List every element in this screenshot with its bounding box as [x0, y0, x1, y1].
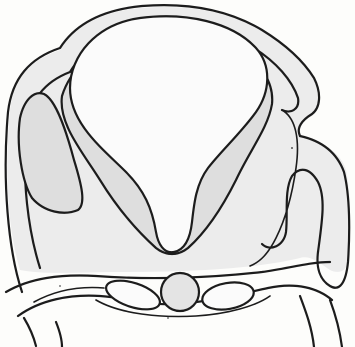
speck: [291, 147, 293, 149]
left-oval: [103, 275, 164, 315]
right-lower-strand-2: [330, 300, 342, 347]
right-oval: [200, 279, 256, 314]
left-lower-strand-2: [56, 322, 62, 347]
central-node: [161, 273, 199, 311]
left-lower-strand: [24, 318, 36, 346]
speck: [167, 317, 169, 319]
speck: [59, 285, 61, 287]
right-lower-strand: [300, 296, 314, 347]
